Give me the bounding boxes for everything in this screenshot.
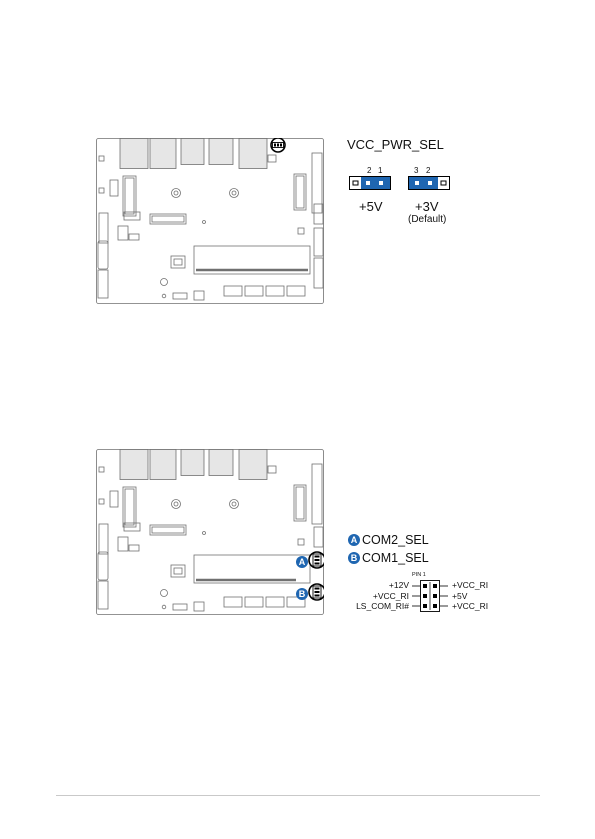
right-pin-label-vcc-ri-top: +VCC_RI bbox=[452, 580, 488, 590]
marker-b-on-board: B bbox=[296, 588, 308, 600]
default-note: (Default) bbox=[408, 214, 446, 225]
jumper-5v-setting bbox=[349, 176, 391, 190]
motherboard-diagram-bottom bbox=[96, 449, 324, 615]
motherboard-diagram-top bbox=[96, 138, 324, 304]
legend-marker-a: A bbox=[348, 534, 360, 546]
com2-sel-label: COM2_SEL bbox=[362, 533, 429, 547]
pin1-label: PIN 1 bbox=[412, 572, 426, 578]
right-pin-label-5v: +5V bbox=[452, 591, 467, 601]
left-pin-label-12v: +12V bbox=[389, 580, 409, 590]
com-sel-pin-header bbox=[412, 580, 448, 612]
jumper-3v-label: +3V bbox=[415, 199, 439, 214]
left-pin-label-vcc-ri: +VCC_RI bbox=[373, 591, 409, 601]
vcc-pwr-sel-title: VCC_PWR_SEL bbox=[347, 137, 444, 152]
legend-marker-b: B bbox=[348, 552, 360, 564]
com2-sel-location-marker bbox=[309, 552, 324, 568]
jumper-5v-label: +5V bbox=[359, 199, 383, 214]
left-pin-label-1: 1 bbox=[378, 166, 382, 175]
jumper-3v-setting bbox=[408, 176, 450, 190]
right-pin-label-3: 3 bbox=[414, 166, 418, 175]
com1-sel-label: COM1_SEL bbox=[362, 551, 429, 565]
right-pin-label-2: 2 bbox=[426, 166, 430, 175]
left-pin-label-2: 2 bbox=[367, 166, 371, 175]
left-pin-label-ls-com-ri: LS_COM_RI# bbox=[356, 601, 409, 611]
footer-divider bbox=[56, 795, 540, 796]
com1-sel-location-marker bbox=[309, 584, 324, 600]
vcc-pwr-sel-location-marker bbox=[271, 138, 285, 152]
marker-a-on-board: A bbox=[296, 556, 308, 568]
right-pin-label-vcc-ri-bottom: +VCC_RI bbox=[452, 601, 488, 611]
